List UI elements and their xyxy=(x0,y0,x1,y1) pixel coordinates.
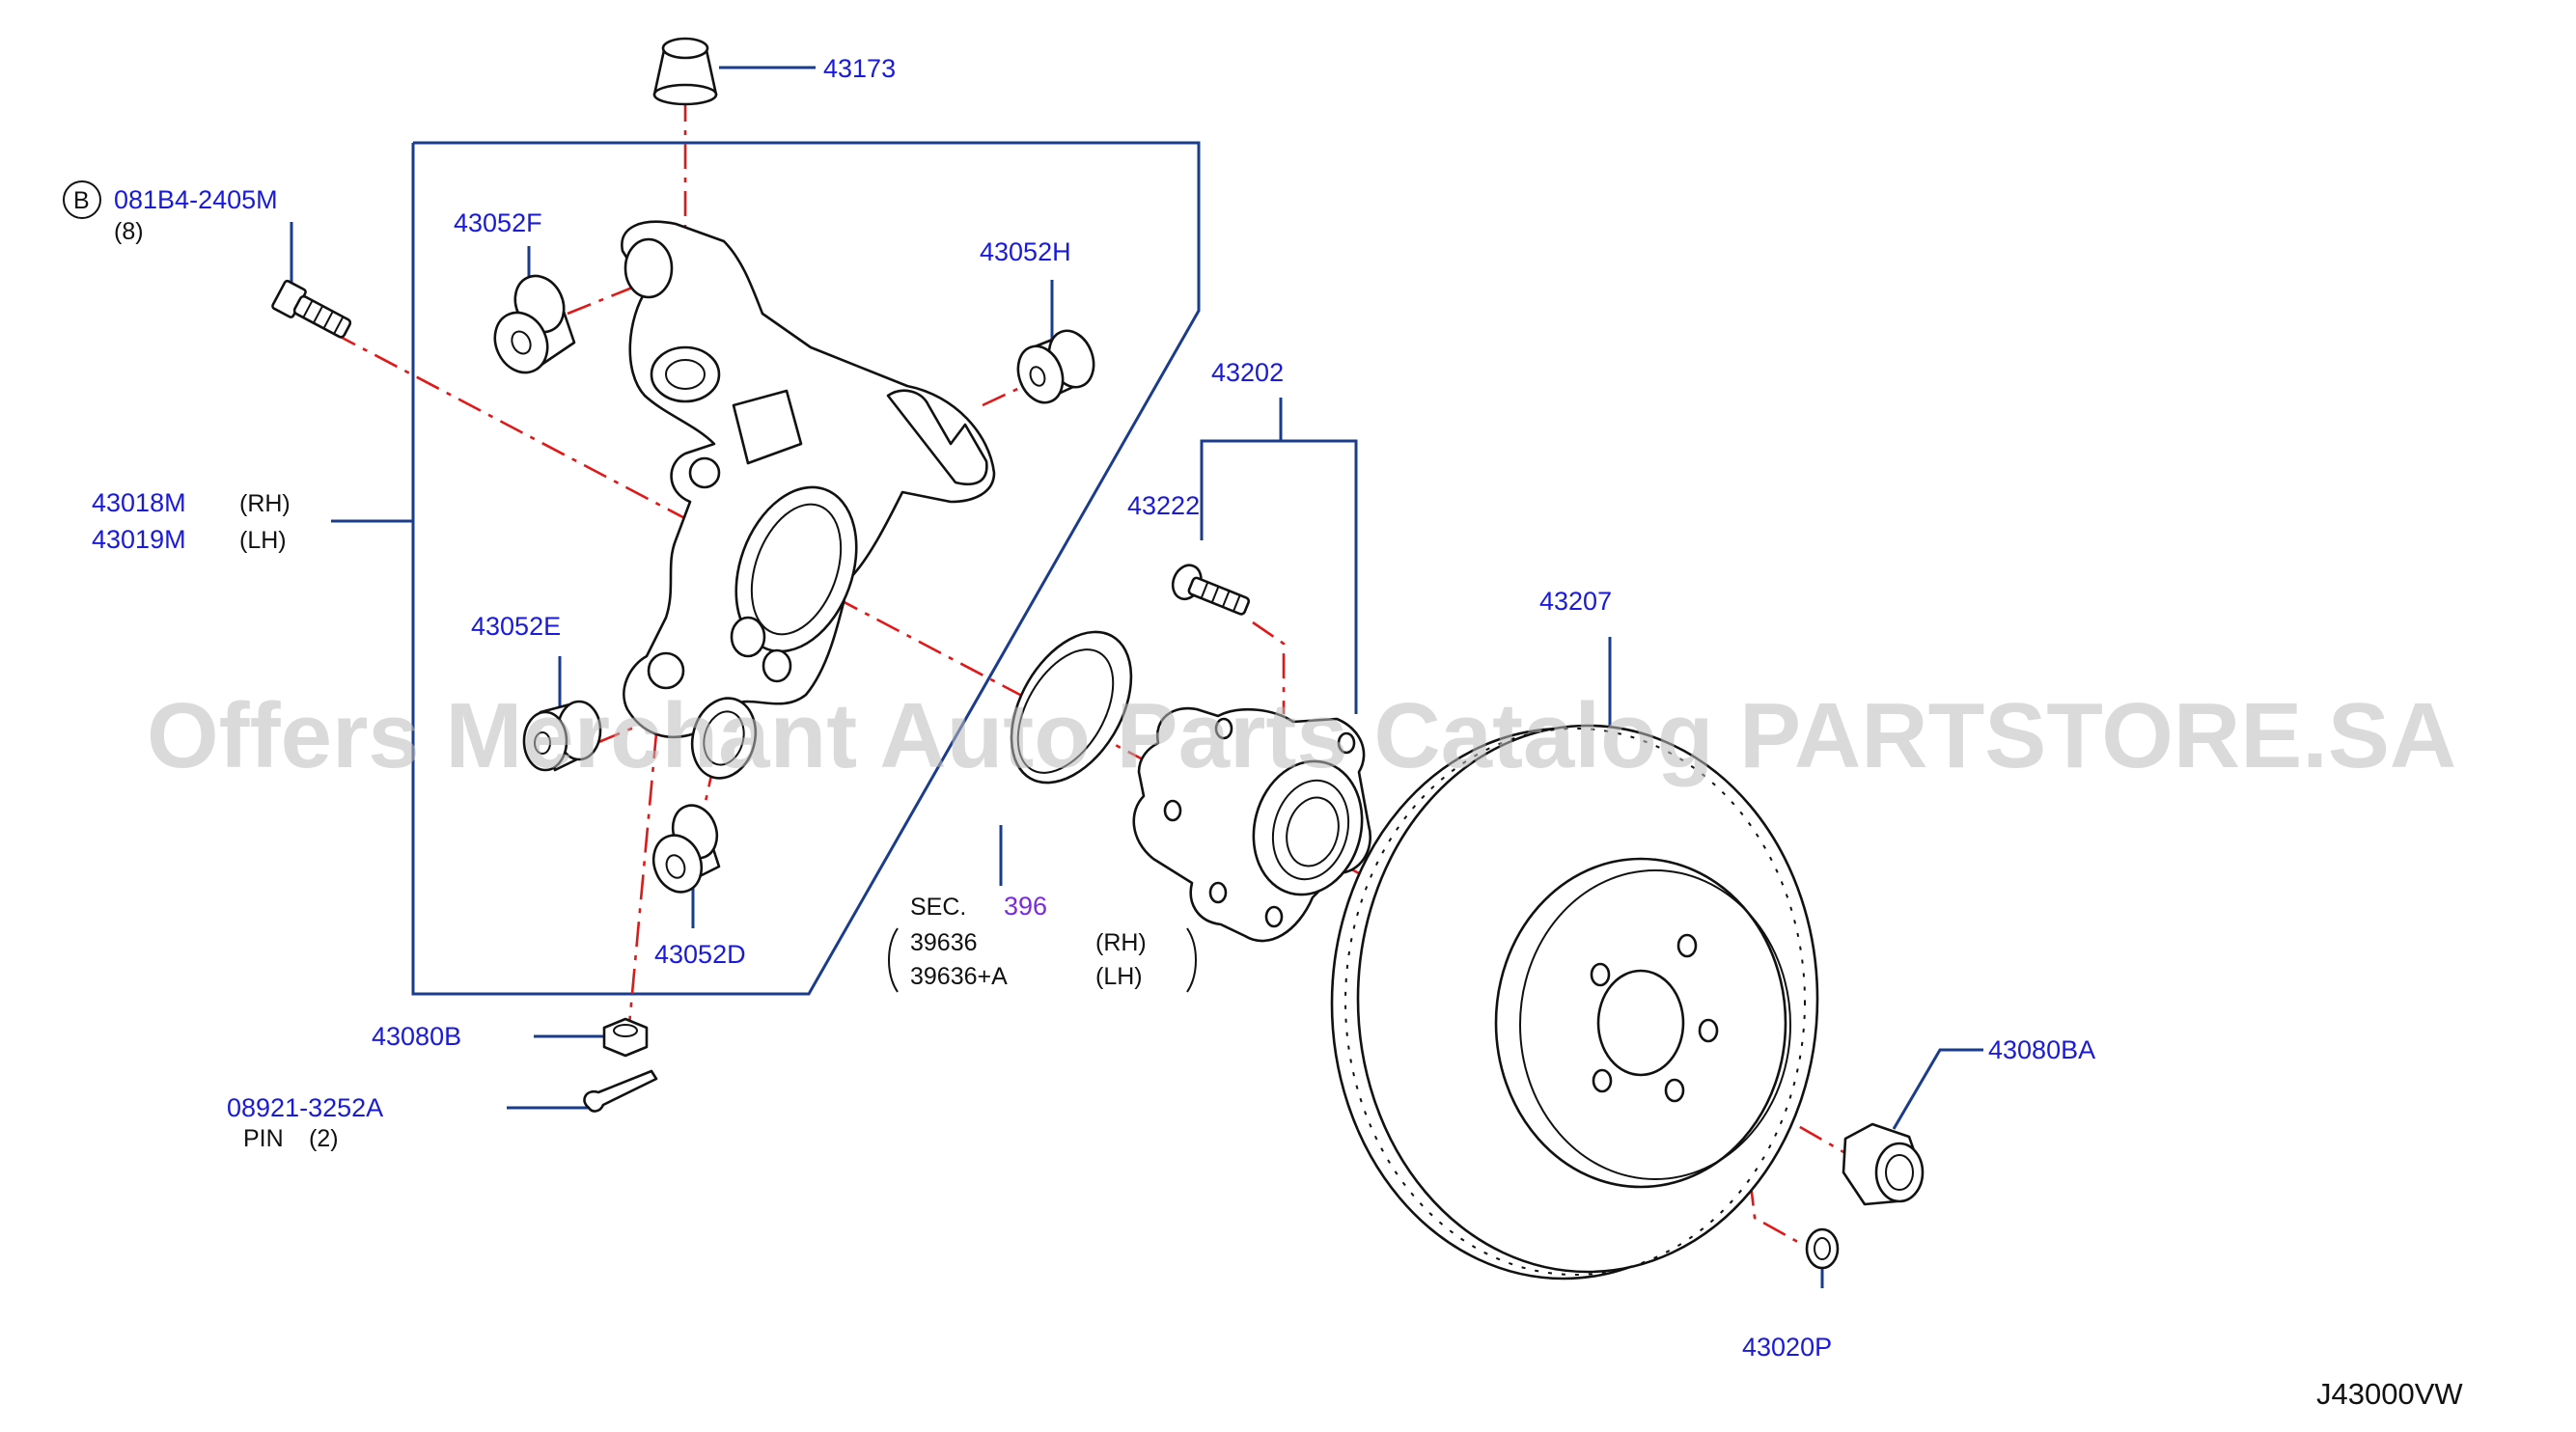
label-43019M-side: (LH) xyxy=(239,527,287,554)
cotter-pin-08921 xyxy=(583,1069,658,1113)
label-081B4-2405M[interactable]: 081B4-2405M xyxy=(114,185,278,214)
label-43052D[interactable]: 43052D xyxy=(654,940,746,969)
leader-lines xyxy=(290,66,1983,1288)
bolt-circle-marker xyxy=(63,180,101,219)
label-pin: PIN xyxy=(243,1125,284,1152)
steering-knuckle-43018M xyxy=(621,220,996,780)
label-43052E[interactable]: 43052E xyxy=(471,612,561,641)
label-43018M-side: (RH) xyxy=(239,490,291,517)
cap-43020P xyxy=(1805,1227,1840,1270)
hub-nut-43080BA xyxy=(1842,1122,1925,1206)
label-sec-396[interactable]: 396 xyxy=(1004,892,1047,921)
flange-bolt-081B4 xyxy=(271,279,352,339)
label-43173[interactable]: 43173 xyxy=(823,54,896,83)
label-43202[interactable]: 43202 xyxy=(1211,358,1284,387)
knuckle-assembly-frame xyxy=(411,141,1201,996)
diagram-code: J43000VW xyxy=(2316,1377,2463,1411)
bracket-right xyxy=(1186,927,1197,993)
label-39636A-side: (LH) xyxy=(1095,963,1143,990)
bracket-left xyxy=(888,927,899,993)
hub-bolt-43222 xyxy=(1171,564,1251,616)
label-39636[interactable]: 39636 xyxy=(910,929,978,956)
cone-bushing-43173 xyxy=(652,37,718,106)
watermark: Offers Merchant Auto Parts Catalog PARTS… xyxy=(147,684,2456,787)
bolt-circle-letter: B xyxy=(73,187,90,214)
label-43019M[interactable]: 43019M xyxy=(92,525,186,554)
label-39636-side: (RH) xyxy=(1095,929,1147,956)
label-sec: SEC. xyxy=(910,894,966,921)
bushing-43052E xyxy=(522,700,602,772)
bushing-43052F xyxy=(493,274,576,374)
bushing-43052H xyxy=(1016,329,1095,404)
label-43080B[interactable]: 43080B xyxy=(372,1022,461,1051)
nut-43080B xyxy=(602,1017,649,1058)
bushing-43052D xyxy=(651,804,721,894)
brake-disc-43207 xyxy=(1330,724,1819,1281)
seal-ring-39636 xyxy=(1010,630,1133,785)
label-08921-3252A[interactable]: 08921-3252A xyxy=(227,1093,383,1122)
label-43018M[interactable]: 43018M xyxy=(92,488,186,517)
label-43020P[interactable]: 43020P xyxy=(1742,1333,1832,1362)
hub-assembly-43202 xyxy=(1132,706,1371,943)
label-43052H[interactable]: 43052H xyxy=(980,237,1071,266)
label-43222[interactable]: 43222 xyxy=(1127,491,1200,520)
label-pin-quantity: (2) xyxy=(309,1125,339,1152)
label-39636A[interactable]: 39636+A xyxy=(910,963,1008,990)
label-43207[interactable]: 43207 xyxy=(1539,587,1612,616)
label-43080BA[interactable]: 43080BA xyxy=(1988,1035,2095,1064)
label-bolt-quantity: (8) xyxy=(114,218,144,245)
label-43052F[interactable]: 43052F xyxy=(454,208,542,237)
